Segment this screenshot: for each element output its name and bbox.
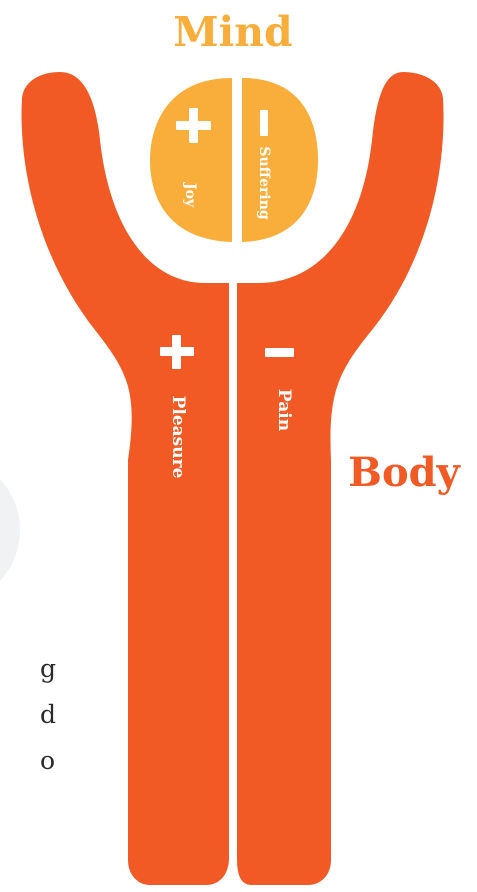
pain-minus-icon [265, 348, 294, 357]
mind-right-half [242, 78, 318, 242]
background-disc [0, 455, 20, 605]
mind-left-half [150, 78, 232, 242]
suffering-minus-icon [260, 110, 268, 136]
suffering-label: Suffering [256, 146, 272, 220]
pain-label: Pain [274, 389, 294, 431]
joy-label: Joy [182, 181, 198, 208]
body-label: Body [348, 449, 461, 496]
pleasure-label: Pleasure [168, 396, 188, 479]
cropped-text-fragment: d [40, 702, 56, 727]
mind-title: Mind [173, 8, 292, 56]
cropped-text-fragment: o [40, 748, 55, 773]
cropped-text-fragment: g [40, 656, 56, 681]
